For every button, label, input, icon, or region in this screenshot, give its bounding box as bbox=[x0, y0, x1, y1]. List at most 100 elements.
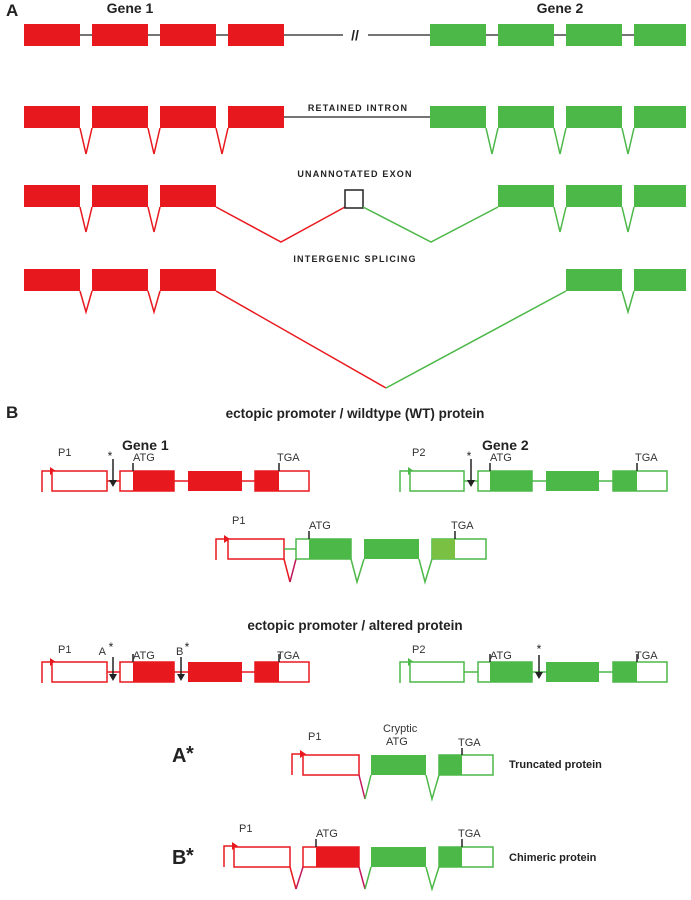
splice-junction bbox=[215, 127, 229, 155]
unannotated-exon-box bbox=[344, 189, 364, 209]
chimeric-transcript: B * P1 ATG TGA Chimeric protein bbox=[172, 823, 597, 892]
promoter-arrow bbox=[41, 470, 50, 492]
gene1-exon bbox=[24, 269, 80, 291]
gene2-exon bbox=[634, 269, 686, 291]
gene2-exon bbox=[566, 106, 622, 128]
gene2-exon bbox=[634, 24, 686, 46]
gene2-exon bbox=[634, 185, 686, 207]
coding-exon bbox=[255, 471, 279, 491]
row-retained-intron: RETAINED INTRON bbox=[24, 103, 686, 155]
p2-label: P2 bbox=[412, 447, 425, 459]
truncated-transcript: A * P1 Cryptic ATG TGA Truncated protein bbox=[172, 723, 602, 802]
splice-junction-magenta bbox=[358, 774, 366, 800]
mutation-star: * bbox=[467, 449, 472, 463]
p1-label: P1 bbox=[58, 644, 71, 656]
utr-exon bbox=[51, 661, 108, 683]
splice-junction bbox=[79, 127, 93, 155]
promoter-arrow bbox=[215, 538, 224, 560]
promoter-arrow bbox=[223, 845, 232, 867]
a-marker-star: * bbox=[109, 640, 114, 654]
altered-gene2: P2 ATG TGA * bbox=[399, 642, 668, 683]
splice-junction bbox=[147, 290, 161, 315]
splice-junction-green bbox=[364, 866, 372, 890]
a-star-label-letter: A bbox=[172, 745, 186, 767]
coding-exon bbox=[364, 539, 419, 559]
wt-section-title: ectopic promoter / wildtype (WT) protein bbox=[226, 406, 485, 421]
p1-label: P1 bbox=[58, 447, 71, 459]
coding-exon bbox=[613, 662, 637, 682]
utr-exon bbox=[227, 538, 285, 560]
row-intergenic-splicing: INTERGENIC SPLICING bbox=[24, 254, 686, 389]
splice-junction bbox=[147, 206, 161, 233]
altered-gene1: P1 ATG TGA A * B * bbox=[41, 640, 310, 683]
intergenic-splicing-label: INTERGENIC SPLICING bbox=[293, 254, 416, 264]
gene1-exon bbox=[92, 106, 148, 128]
promoter-arrowhead bbox=[224, 535, 230, 543]
coding-exon bbox=[133, 662, 174, 682]
row-unannotated-exon: UNANNOTATED EXON bbox=[24, 169, 686, 243]
tga-label: TGA bbox=[458, 828, 481, 840]
promoter-arrowhead bbox=[300, 750, 306, 758]
gene2-exon bbox=[498, 24, 554, 46]
a-star-label-star: * bbox=[186, 743, 194, 765]
wt-gene2: P2 Gene 2 ATG TGA * bbox=[399, 437, 668, 492]
coding-exon bbox=[371, 847, 426, 867]
coding-exon bbox=[316, 847, 359, 867]
gene2-exon bbox=[634, 106, 686, 128]
promoter-arrow bbox=[41, 661, 50, 683]
altered-section-title: ectopic promoter / altered protein bbox=[247, 618, 462, 633]
gene1-exon bbox=[228, 24, 284, 46]
intergenic-splice-red bbox=[215, 290, 387, 389]
gene1-exon bbox=[24, 106, 80, 128]
cryptic-label: Cryptic bbox=[383, 723, 418, 735]
splice-junction bbox=[418, 558, 433, 585]
panel-a-gene1-title: Gene 1 bbox=[107, 0, 154, 16]
b-star-label-letter: B bbox=[172, 847, 186, 869]
splice-junction bbox=[553, 127, 567, 155]
mutation-star: * bbox=[537, 642, 542, 656]
b-marker-letter: B bbox=[176, 646, 183, 658]
splice-junction bbox=[79, 290, 93, 315]
gene1-exon bbox=[92, 269, 148, 291]
splice-junction bbox=[553, 206, 567, 233]
atg-label: ATG bbox=[316, 828, 338, 840]
coding-exon bbox=[490, 662, 532, 682]
gene2-exon bbox=[430, 106, 486, 128]
gene2-exon bbox=[430, 24, 486, 46]
p1-label: P1 bbox=[232, 515, 245, 527]
splice-junction-green bbox=[364, 774, 372, 800]
tga-label: TGA bbox=[635, 452, 658, 464]
down-arrowhead bbox=[535, 672, 543, 679]
splice-to-unannotated-exon bbox=[215, 206, 346, 243]
promoter-arrow bbox=[399, 661, 408, 683]
gene1-exon bbox=[160, 24, 216, 46]
atg-label: ATG bbox=[133, 452, 155, 464]
gene1-exon bbox=[160, 185, 216, 207]
tga-label: TGA bbox=[451, 520, 474, 532]
utr-exon bbox=[409, 661, 465, 683]
coding-exon bbox=[546, 662, 599, 682]
splice-junction bbox=[147, 127, 161, 155]
splice-junction-red bbox=[283, 558, 291, 583]
splice-junction-red bbox=[289, 866, 297, 890]
intergenic-splice-green bbox=[385, 290, 567, 389]
break-mark: // bbox=[351, 27, 359, 43]
unannotated-exon-label: UNANNOTATED EXON bbox=[297, 169, 412, 179]
coding-exon bbox=[309, 539, 351, 559]
p1-label: P1 bbox=[239, 823, 252, 835]
coding-exon bbox=[371, 755, 426, 775]
gene2-exon bbox=[566, 269, 622, 291]
p2-label: P2 bbox=[412, 644, 425, 656]
p1-label: P1 bbox=[308, 731, 321, 743]
panel-a-letter: A bbox=[6, 1, 18, 20]
down-arrowhead bbox=[109, 480, 117, 487]
splice-junction-magenta bbox=[295, 866, 304, 890]
b-marker-star: * bbox=[185, 640, 190, 654]
b-star-label-star: * bbox=[186, 845, 194, 867]
utr-exon bbox=[302, 754, 360, 776]
gene1-exon bbox=[92, 185, 148, 207]
promoter-arrow bbox=[399, 470, 408, 492]
atg-label: ATG bbox=[133, 650, 155, 662]
